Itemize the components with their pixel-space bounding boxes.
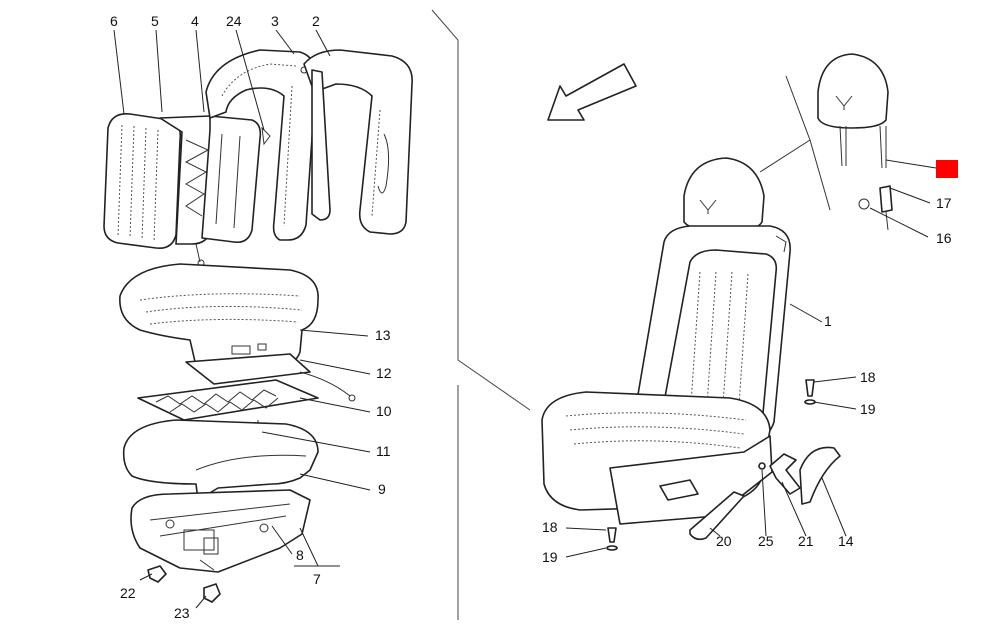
seat-cushion-cover <box>119 263 319 367</box>
washer-19-bottom <box>606 545 618 551</box>
label-6: 6 <box>110 13 118 29</box>
trident-logo-icon <box>699 199 717 214</box>
seatback-assembled <box>632 225 791 441</box>
headrest-logo-icon <box>835 95 853 110</box>
side-trim-20 <box>689 491 745 541</box>
label-7: 7 <box>313 571 321 587</box>
label-17: 17 <box>936 195 952 211</box>
view-divider <box>431 9 531 620</box>
label-9: 9 <box>378 481 386 497</box>
highlight-marker-15 <box>936 160 958 178</box>
label-19-bottom: 19 <box>542 549 558 565</box>
seat-heating-pad <box>185 353 356 402</box>
label-13: 13 <box>375 327 391 343</box>
label-21: 21 <box>798 533 814 549</box>
label-12: 12 <box>376 365 392 381</box>
label-18-bottom: 18 <box>542 519 558 535</box>
label-16: 16 <box>936 230 952 246</box>
front-trim-14 <box>799 446 841 505</box>
headrest-clip-16 <box>858 198 870 210</box>
label-3: 3 <box>271 13 279 29</box>
backrest-cover-panel <box>103 112 182 250</box>
headrest-guide-17 <box>879 185 893 231</box>
label-18-top: 18 <box>860 369 876 385</box>
washer-19-top <box>804 399 816 405</box>
seat-frame <box>130 489 311 573</box>
label-8: 8 <box>296 547 304 563</box>
label-14: 14 <box>838 533 854 549</box>
backrest-frame <box>205 49 317 241</box>
label-1: 1 <box>824 313 832 329</box>
label-20: 20 <box>716 533 732 549</box>
seat-heating-mat <box>137 379 319 421</box>
seat-connector-23 <box>203 583 221 603</box>
bolt-18-top <box>805 379 815 397</box>
seat-foam <box>122 419 319 501</box>
headrest-mounted <box>683 157 765 233</box>
label-5: 5 <box>151 13 159 29</box>
label-4: 4 <box>191 13 199 29</box>
label-25: 25 <box>758 533 774 549</box>
rail-screw-25 <box>758 462 766 470</box>
rail-cover-21 <box>769 453 801 495</box>
label-23: 23 <box>174 605 190 621</box>
backrest-rear-shell <box>303 49 413 235</box>
leader-lines <box>113 29 931 609</box>
seat-clip-22 <box>147 565 167 583</box>
backrest-foam <box>201 115 262 244</box>
headrest-exploded <box>817 53 889 169</box>
bolt-18-bottom <box>607 527 617 543</box>
front-direction-arrow-icon <box>547 63 637 121</box>
label-11: 11 <box>376 443 391 459</box>
part-labels: 6 5 4 24 3 2 13 12 10 11 9 8 7 22 23 1 1… <box>110 13 952 621</box>
label-2: 2 <box>312 13 320 29</box>
label-24: 24 <box>226 13 242 29</box>
label-10: 10 <box>376 403 392 419</box>
label-22: 22 <box>120 585 136 601</box>
label-19-top: 19 <box>860 401 876 417</box>
